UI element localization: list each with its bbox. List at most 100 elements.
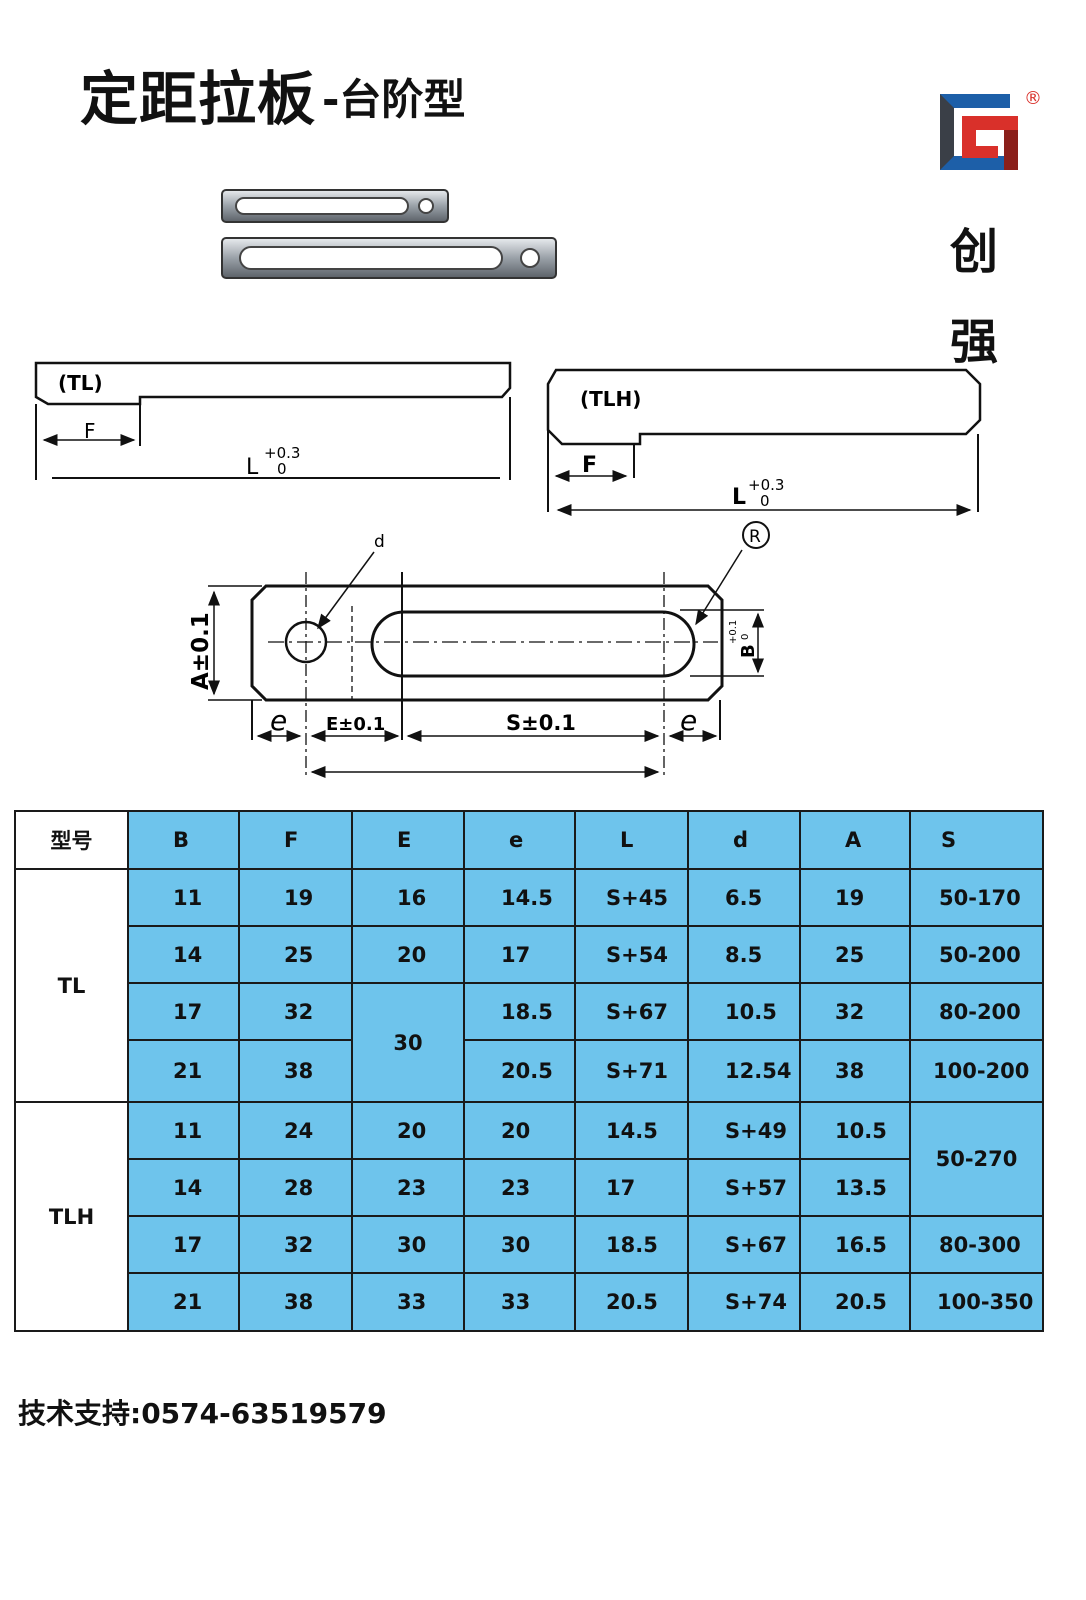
cell-e-upper: 23 xyxy=(351,1158,465,1217)
page-title: 定距拉板 xyxy=(80,65,317,133)
cell-s-merged: 50-270 xyxy=(909,1101,1044,1217)
header-model: 型号 xyxy=(14,810,129,870)
dim-a: A±0.1 xyxy=(188,612,214,690)
model-tlh: TLH xyxy=(14,1101,129,1332)
cell-a: 10.5 xyxy=(799,1101,911,1160)
tl-label: (TL) xyxy=(58,371,103,395)
dim-b-tol-plus: +0.1 xyxy=(728,620,739,644)
top-view xyxy=(208,521,770,778)
table-row: 17 32 30 30 18.5 S+67 16.5 80-300 xyxy=(15,1215,1044,1274)
short-plate xyxy=(221,189,449,223)
cell-l: 17 xyxy=(574,1158,689,1217)
cell-e-lower: 17 xyxy=(463,925,576,984)
model-tl: TL xyxy=(14,868,129,1103)
cell-b: 21 xyxy=(127,1039,240,1103)
cell-b: 17 xyxy=(127,982,240,1041)
cell-d: 12.54 xyxy=(687,1039,801,1103)
cell-e-lower: 30 xyxy=(463,1215,576,1274)
cell-a: 16.5 xyxy=(799,1215,911,1274)
cell-l: 18.5 xyxy=(574,1215,689,1274)
technical-drawing: (TL) F L +0.3 0 (TLH) F L +0.3 0 xyxy=(34,361,982,778)
cell-f: 32 xyxy=(238,982,353,1041)
brand-logo: ® xyxy=(940,88,1042,170)
brand-char-1: 创 xyxy=(950,224,999,280)
cell-e-upper: 20 xyxy=(351,1101,465,1160)
table-header-row: 型号 B F E e L d A S xyxy=(14,810,1044,870)
cell-s: 100-350 xyxy=(909,1272,1044,1332)
header-a: A xyxy=(799,810,911,870)
cell-d: S+57 xyxy=(687,1158,801,1217)
dim-s-tol: S±0.1 xyxy=(506,711,576,735)
cell-f: 24 xyxy=(238,1101,353,1160)
logo-shadow-shape xyxy=(940,94,954,170)
header-l: L xyxy=(574,810,689,870)
tlh-dim-l: L xyxy=(732,485,746,510)
tlh-label: (TLH) xyxy=(580,387,641,411)
dim-r: R xyxy=(749,527,761,547)
cell-b: 11 xyxy=(127,1101,240,1160)
cell-s: 100-200 xyxy=(909,1039,1044,1103)
tl-dim-l: L xyxy=(246,455,259,480)
cell-e-upper: 30 xyxy=(351,1215,465,1274)
cell-f: 38 xyxy=(238,1272,353,1332)
cell-f: 19 xyxy=(238,868,353,927)
brand-char-2: 强 xyxy=(950,314,999,370)
cell-l: S+67 xyxy=(574,982,689,1041)
page-subtitle: -台阶型 xyxy=(322,75,466,124)
cell-f: 28 xyxy=(238,1158,353,1217)
cell-d: 10.5 xyxy=(687,982,801,1041)
product-photo xyxy=(221,189,557,279)
cell-b: 14 xyxy=(127,1158,240,1217)
cell-d: 6.5 xyxy=(687,868,801,927)
dim-e-tol: E±0.1 xyxy=(326,714,385,735)
registered-mark: ® xyxy=(1024,88,1042,109)
dim-b-tol-zero: 0 xyxy=(740,634,751,640)
cell-e-upper-merged: 30 xyxy=(351,982,465,1103)
table-row: TL 11 19 16 14.5 S+45 6.5 19 50-170 xyxy=(14,868,1044,1103)
cell-e-lower: 20 xyxy=(463,1101,576,1160)
cell-e-lower: 18.5 xyxy=(463,982,576,1041)
cell-a: 32 xyxy=(799,982,911,1041)
tlh-dim-f: F xyxy=(582,453,597,478)
cell-s: 50-200 xyxy=(909,925,1044,984)
tlh-tol-plus: +0.3 xyxy=(748,476,784,494)
header-f: F xyxy=(238,810,353,870)
cell-e-upper: 16 xyxy=(351,868,465,927)
cell-s: 80-300 xyxy=(909,1215,1044,1274)
cell-f: 32 xyxy=(238,1215,353,1274)
table-row: 21 38 33 33 20.5 S+74 20.5 100-350 xyxy=(15,1272,1044,1332)
table-row: TLH 11 24 20 20 14.5 S+49 10.5 50-270 xyxy=(14,1101,1044,1332)
tlh-tol-zero: 0 xyxy=(760,492,770,510)
cell-a: 38 xyxy=(799,1039,911,1103)
dim-d: d xyxy=(374,532,385,552)
cell-l: 14.5 xyxy=(574,1101,689,1160)
cell-l: S+71 xyxy=(574,1039,689,1103)
tech-support-contact: 技术支持:0574-63519579 xyxy=(18,1397,387,1430)
spec-table: 型号 B F E e L d A S TL 11 19 16 14.5 S+45… xyxy=(14,810,1044,1332)
cell-a: 19 xyxy=(799,868,911,927)
tl-dim-f: F xyxy=(84,419,96,443)
cell-e-lower: 14.5 xyxy=(463,868,576,927)
cell-s: 80-200 xyxy=(909,982,1044,1041)
tl-side-view xyxy=(34,361,512,480)
cell-l: 20.5 xyxy=(574,1272,689,1332)
logo-q-shadow xyxy=(1004,130,1018,170)
header-s: S xyxy=(909,810,1044,870)
cell-a: 13.5 xyxy=(799,1158,911,1217)
cell-d: S+49 xyxy=(687,1101,801,1160)
tl-tol-plus: +0.3 xyxy=(264,444,300,462)
dim-e-right: e xyxy=(680,704,697,737)
table-row: 17 32 30 18.5 S+67 10.5 32 80-200 xyxy=(15,982,1044,1103)
cell-a: 20.5 xyxy=(799,1272,911,1332)
cell-s: 50-170 xyxy=(909,868,1044,927)
cell-l: S+54 xyxy=(574,925,689,984)
dim-e-left: e xyxy=(270,704,287,737)
header-e-upper: E xyxy=(351,810,465,870)
cell-e-upper: 33 xyxy=(351,1272,465,1332)
cell-l: S+45 xyxy=(574,868,689,927)
cell-d: S+67 xyxy=(687,1215,801,1274)
cell-e-lower: 20.5 xyxy=(463,1039,576,1103)
cell-d: 8.5 xyxy=(687,925,801,984)
header-e-lower: e xyxy=(463,810,576,870)
cell-b: 14 xyxy=(127,925,240,984)
